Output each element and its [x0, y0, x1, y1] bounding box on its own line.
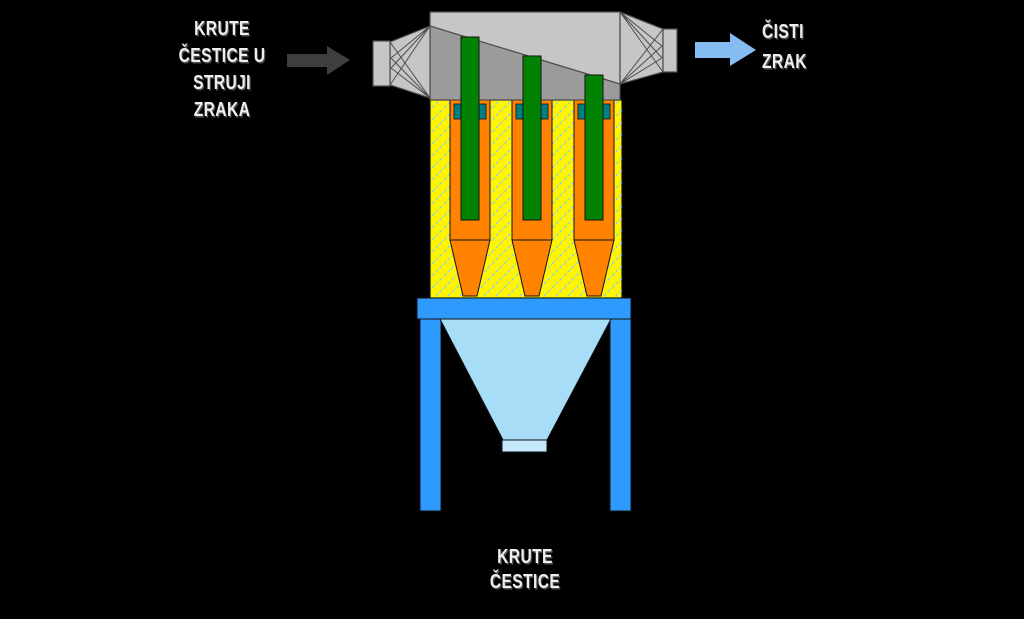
vortex-tube-2 [522, 55, 542, 221]
solids-outlet-label: KRUTE ČESTICE [478, 545, 572, 595]
inlet-label-line-4: ZRAKA [193, 99, 251, 121]
support-and-hopper [416, 297, 632, 512]
outlet-label: ČISTI ZRAK [762, 17, 807, 77]
inlet-duct [372, 25, 431, 99]
cyclone-cone-3 [573, 239, 615, 297]
inlet-label: KRUTE ČESTICE U STRUJI ZRAKA [175, 16, 269, 124]
inlet-duct-fold-lines [389, 25, 431, 99]
outlet-duct [619, 11, 678, 85]
outlet-flow-arrow-icon [695, 33, 756, 66]
vortex-tube-3 [584, 74, 604, 221]
hopper-outlet [501, 439, 548, 453]
inlet-flange [372, 40, 391, 87]
plenum-upper-section [430, 12, 620, 84]
inlet-flow-arrow-icon [287, 46, 350, 75]
inlet-label-line-1: KRUTE [194, 18, 250, 40]
outlet-label-line-2: ZRAK [762, 51, 807, 73]
solids-label-line-1: KRUTE [497, 546, 553, 568]
inlet-label-line-3: STRUJI [193, 72, 251, 94]
outlet-label-line-1: ČISTI [762, 21, 804, 43]
cyclone-cone-1 [449, 239, 491, 297]
outlet-transition-duct [619, 11, 664, 85]
support-leg-left [419, 318, 442, 512]
dust-hopper [439, 318, 612, 441]
vortex-tube-1 [460, 36, 480, 221]
plenum-divider-plate [429, 25, 621, 85]
outlet-duct-fold-lines [619, 11, 664, 85]
inlet-label-line-2: ČESTICE U [178, 45, 266, 67]
support-frame-top-plate [416, 297, 632, 320]
support-leg-right [609, 318, 632, 512]
cyclone-cone-2 [511, 239, 553, 297]
solids-label-line-2: ČESTICE [489, 571, 561, 593]
outlet-flange [662, 28, 678, 73]
